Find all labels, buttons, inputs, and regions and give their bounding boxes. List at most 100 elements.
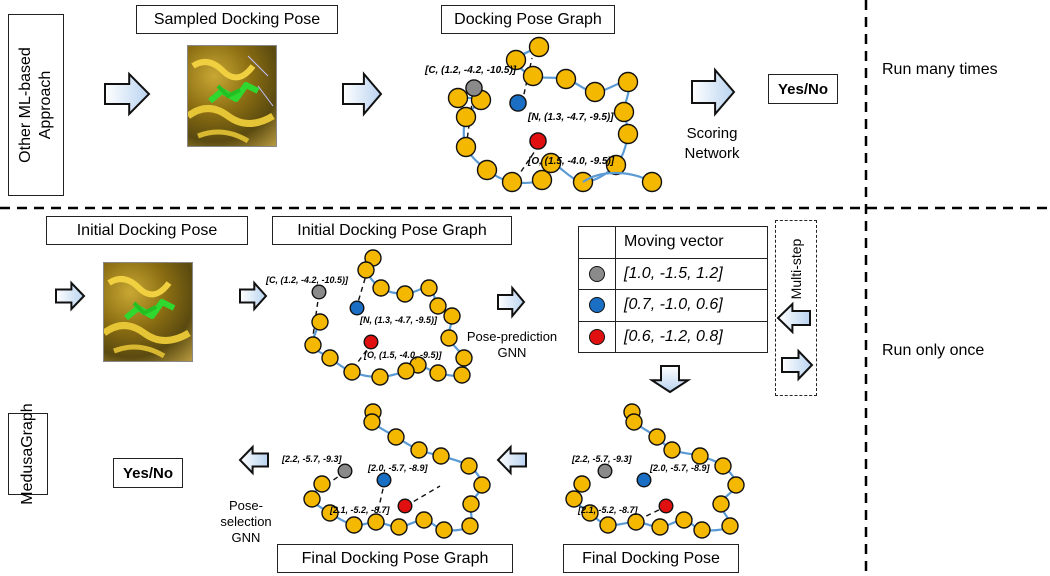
protein-atom-node	[397, 362, 415, 380]
protein-atom-node	[461, 517, 479, 535]
arrow-right-icon	[104, 71, 151, 117]
protein-atom-node	[420, 279, 438, 297]
protein-atom-node	[555, 68, 577, 90]
protein-atom-node	[528, 36, 550, 58]
protein-atom-node	[462, 495, 480, 513]
protein-atom-node	[727, 476, 745, 494]
medusagraph-text: MedusaGraph	[19, 403, 36, 505]
protein-atom-node	[372, 279, 390, 297]
protein-atom-node	[429, 297, 447, 315]
protein-atom-node	[599, 516, 617, 534]
arrow-right-icon	[239, 280, 268, 312]
protein-atom-node	[443, 307, 461, 325]
protein-atom-node	[501, 171, 523, 193]
protein-atom-node	[455, 136, 477, 158]
protein-atom-node	[573, 475, 591, 493]
other-ml-approach-label: Other ML-based Approach	[8, 14, 64, 196]
moving-vector-blue: [0.7, -1.0, 0.6]	[615, 289, 768, 322]
run-many-times-note: Run many times	[882, 61, 998, 78]
protein-atom-node	[714, 457, 732, 475]
protein-atom-node	[584, 81, 606, 103]
protein-atom-node	[455, 106, 477, 128]
protein-atom-node	[345, 516, 363, 534]
protein-atom-node	[617, 123, 639, 145]
protein-atom-node	[473, 476, 491, 494]
sampled-pose-title: Sampled Docking Pose	[136, 5, 338, 34]
protein-atom-node	[313, 475, 331, 493]
protein-atom-node	[605, 154, 627, 176]
protein-atom-node	[311, 313, 329, 331]
protein-atom-node	[367, 513, 385, 531]
carbon-atom-node	[337, 463, 353, 479]
arrow-right-icon	[342, 71, 383, 117]
protein-atom-node	[390, 518, 408, 536]
protein-atom-node	[627, 513, 645, 531]
oxygen-atom-node	[363, 334, 379, 350]
protein-atom-node	[321, 349, 339, 367]
init-atom-n-label: [N, (1.3, -4.7, -9.5)]	[359, 315, 438, 325]
blue-atom-dot	[589, 297, 605, 314]
protein-atom-node	[675, 511, 693, 529]
docking-pose-graph	[447, 36, 663, 193]
protein-atom-node	[693, 521, 711, 539]
protein-atom-node	[617, 71, 639, 93]
protein-atom-node	[625, 413, 643, 431]
protein-atom-node	[455, 349, 473, 367]
protein-atom-node	[648, 428, 666, 446]
table-header-row: Moving vector	[578, 226, 768, 259]
carbon-atom-node	[465, 79, 483, 97]
scoring-network-label: Scoring Network	[684, 125, 740, 162]
protein-atom-node	[321, 504, 339, 522]
top-atom-n-label: [N, (1.3, -4.7, -9.5)]	[527, 112, 614, 123]
protein-atom-node	[641, 171, 663, 193]
arrow-left-icon	[496, 444, 527, 476]
pose-prediction-gnn-label: Pose-prediction GNN	[466, 329, 558, 360]
arrow-right-icon	[497, 285, 526, 319]
sampled-pose-image	[187, 45, 277, 147]
other-ml-approach-text: Other ML-based Approach	[17, 47, 54, 163]
oxygen-atom-node	[658, 498, 674, 514]
protein-atom-node	[396, 285, 414, 303]
nitrogen-atom-node	[636, 472, 652, 488]
initial-pose-title: Initial Docking Pose	[46, 216, 248, 245]
initial-docking-pose-graph	[304, 249, 473, 386]
protein-atom-node	[505, 49, 527, 71]
nitrogen-atom-node	[376, 472, 392, 488]
multi-step-box: Multi-step	[775, 220, 817, 396]
protein-atom-node	[357, 261, 375, 279]
flow-arrows	[55, 67, 814, 476]
protein-atom-node	[304, 336, 322, 354]
protein-ligand-render-initial	[104, 276, 191, 359]
moving-vector-gray: [1.0, -1.5, 1.2]	[615, 257, 768, 290]
protein-atom-node	[691, 447, 709, 465]
final-atom-c-label: [2.2, -5.7, -9.3]	[281, 454, 343, 464]
interaction-edge	[375, 479, 386, 521]
fpose-atom-n-label: [2.0, -5.7, -8.9]	[649, 463, 711, 473]
moving-vector-red: [0.6, -1.2, 0.8]	[615, 320, 768, 353]
medusagraph-label: MedusaGraph	[8, 403, 48, 505]
protein-atom-node	[363, 413, 381, 431]
top-atom-c-label: [C, (1.2, -4.2, -10.5)]	[424, 65, 517, 76]
protein-atom-node	[387, 428, 405, 446]
run-only-once-note: Run only once	[882, 342, 985, 359]
init-atom-c-label: [C, (1.2, -4.2, -10.5)]	[265, 275, 349, 285]
protein-atom-node	[440, 329, 458, 347]
interaction-edge	[521, 57, 533, 104]
nitrogen-atom-node	[509, 94, 527, 112]
protein-atom-node	[651, 518, 669, 536]
carbon-atom-node	[311, 284, 327, 300]
table-row: [1.0, -1.5, 1.2]	[578, 257, 768, 290]
protein-atom-node	[613, 101, 635, 123]
fpose-atom-c-label: [2.2, -5.7, -9.3]	[571, 454, 633, 464]
protein-atom-node	[565, 490, 583, 508]
final-atom-n-label: [2.0, -5.7, -8.9]	[367, 463, 429, 473]
carbon-atom-node	[597, 463, 613, 479]
final-atom-o-label: [2.1, -5.2, -8.7]	[329, 505, 391, 515]
protein-atom-node	[429, 364, 447, 382]
arrow-left-icon	[238, 444, 269, 476]
protein-atom-node	[522, 65, 544, 87]
fpose-atom-o-label: [2.1, -5.2, -8.7]	[577, 505, 639, 515]
protein-atom-node	[343, 363, 361, 381]
arrow-right-icon	[691, 67, 736, 117]
